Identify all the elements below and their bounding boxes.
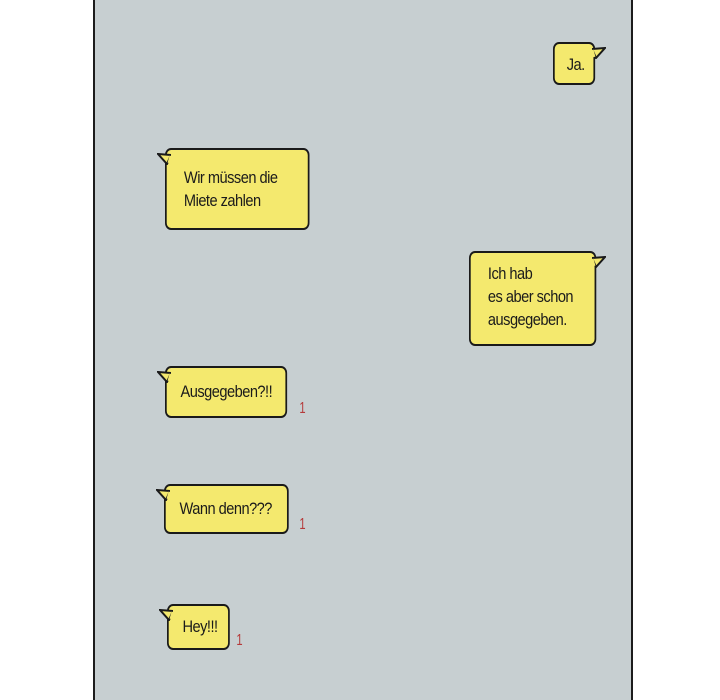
unread-count: 1 (299, 516, 306, 533)
bubble-tail (157, 153, 171, 165)
chat-bubble: Ich hab es aber schon ausgegeben. (469, 251, 597, 346)
chat-bubble: Wir müssen die Miete zahlen (165, 148, 310, 230)
unread-count: 1 (236, 632, 243, 649)
message-text: Ausgegeben?!! (180, 382, 273, 401)
bubble-tail (159, 609, 173, 621)
message-text: ausgegeben. (487, 310, 567, 329)
bubble-tail (592, 47, 606, 59)
message-text: es aber schon (487, 287, 574, 306)
message-text: Wann denn??? (179, 499, 272, 518)
bubble-tail (592, 256, 606, 268)
chat-bubble: Ja. (553, 42, 596, 85)
message-text: Wir müssen die (183, 168, 278, 187)
chat-bubble: Ausgegeben?!! (165, 366, 288, 418)
chat-panel: Ja. Wir müssen die Miete zahlen Ich hab … (93, 0, 633, 700)
bubble-tail (157, 371, 171, 383)
message-text: Hey!!! (182, 617, 218, 636)
chat-bubble: Hey!!! (167, 604, 230, 650)
bubble-tail (156, 489, 170, 501)
message-text: Miete zahlen (183, 191, 261, 210)
message-text: Ich hab (487, 264, 533, 283)
chat-bubble: Wann denn??? (164, 484, 289, 534)
unread-count: 1 (299, 400, 306, 417)
message-text: Ja. (566, 55, 585, 74)
